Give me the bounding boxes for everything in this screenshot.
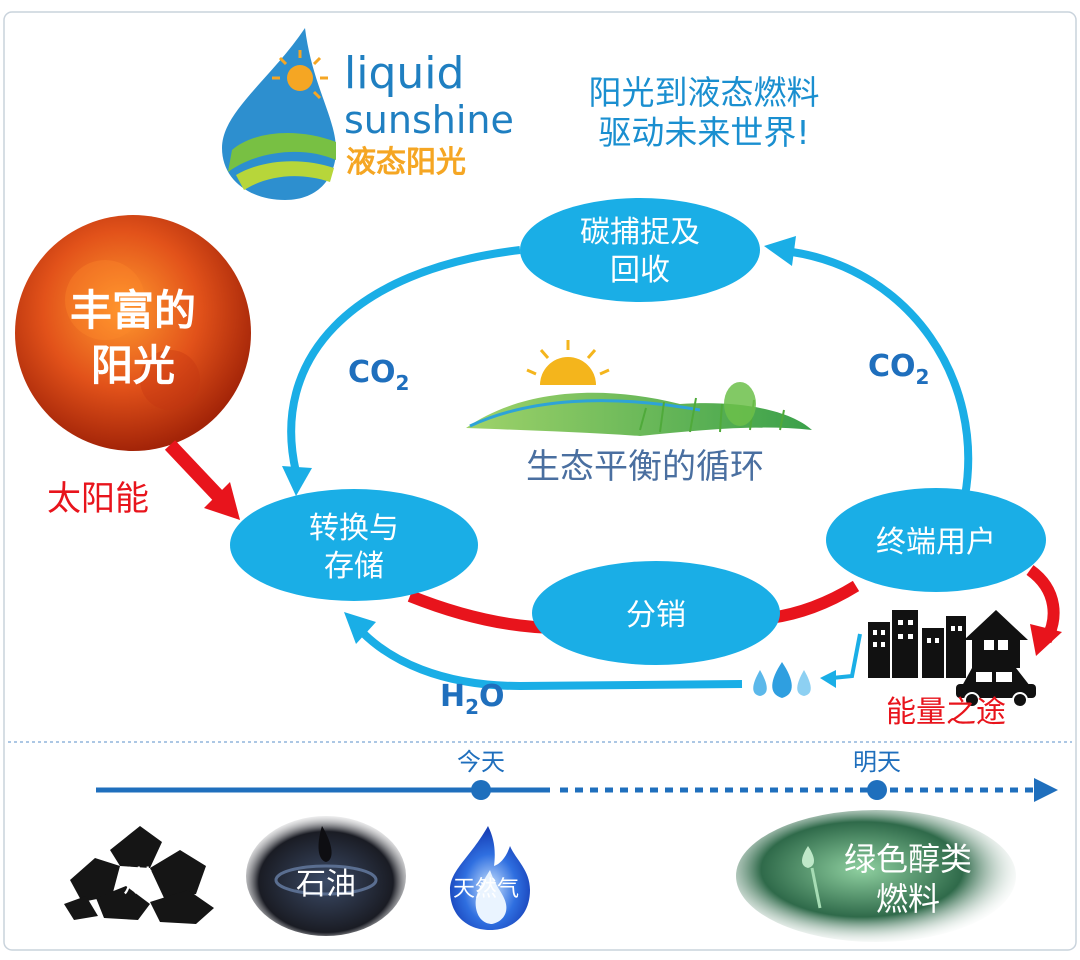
- energy-path-label: 能量之途: [886, 695, 1006, 730]
- liquid-sunshine-logo-icon: [222, 28, 336, 200]
- node-carbon-capture-line1: 碳捕捉及: [580, 215, 700, 250]
- house-icon: [964, 610, 1028, 668]
- node-convert-store-line1: 转换与: [309, 511, 399, 546]
- node-carbon-capture: 碳捕捉及 回收: [520, 198, 760, 302]
- fuel-oil-label: 石油: [296, 867, 356, 902]
- fuel-coal-label: 煤: [123, 865, 153, 900]
- tagline-line2: 驱动未来世界!: [598, 113, 809, 152]
- coal-icon: [64, 826, 214, 924]
- node-carbon-capture-line2: 回收: [610, 253, 670, 288]
- fuel-green-line1: 绿色醇类: [844, 840, 972, 878]
- oil-icon: [246, 816, 406, 936]
- water-drops-icon: [753, 662, 811, 698]
- node-end-user: 终端用户: [826, 488, 1046, 592]
- landscape-icon: [466, 340, 812, 436]
- logo-word-liquid: liquid: [344, 48, 464, 99]
- gas-flame-icon: [450, 826, 530, 930]
- node-distribution: 分销: [532, 561, 780, 665]
- fuel-gas-label: 天然气: [453, 877, 519, 902]
- center-cycle-label: 生态平衡的循环: [526, 447, 764, 487]
- city-buildings-icon: [868, 610, 966, 678]
- timeline-tomorrow-label: 明天: [853, 748, 901, 776]
- logo-word-sunshine: sunshine: [344, 98, 514, 142]
- tagline-line1: 阳光到液态燃料: [589, 73, 820, 112]
- h2o-label: H2O: [440, 679, 505, 719]
- node-end-user-label: 终端用户: [876, 525, 996, 560]
- co2-right-label: CO2: [868, 349, 929, 389]
- sun-text-line2: 阳光: [91, 341, 175, 390]
- sun-text-line1: 丰富的: [70, 286, 196, 335]
- solar-energy-label: 太阳能: [47, 479, 149, 519]
- logo-cn-text: 液态阳光: [346, 145, 466, 180]
- sun-icon: [15, 215, 251, 451]
- co2-left-label: CO2: [348, 355, 409, 395]
- node-convert-store: 转换与 存储: [230, 489, 478, 601]
- solar-energy-arrow: [164, 440, 240, 520]
- timeline: [96, 778, 1058, 802]
- fuel-green-line2: 燃料: [876, 880, 940, 918]
- node-convert-store-line2: 存储: [324, 549, 384, 584]
- timeline-tomorrow-marker: [867, 780, 887, 800]
- timeline-today-label: 今天: [457, 748, 505, 776]
- green-fuel-icon: [736, 810, 1016, 942]
- car-icon: [956, 668, 1036, 708]
- node-distribution-label: 分销: [626, 598, 686, 633]
- timeline-today-marker: [471, 780, 491, 800]
- diagram-frame: [3, 11, 1077, 951]
